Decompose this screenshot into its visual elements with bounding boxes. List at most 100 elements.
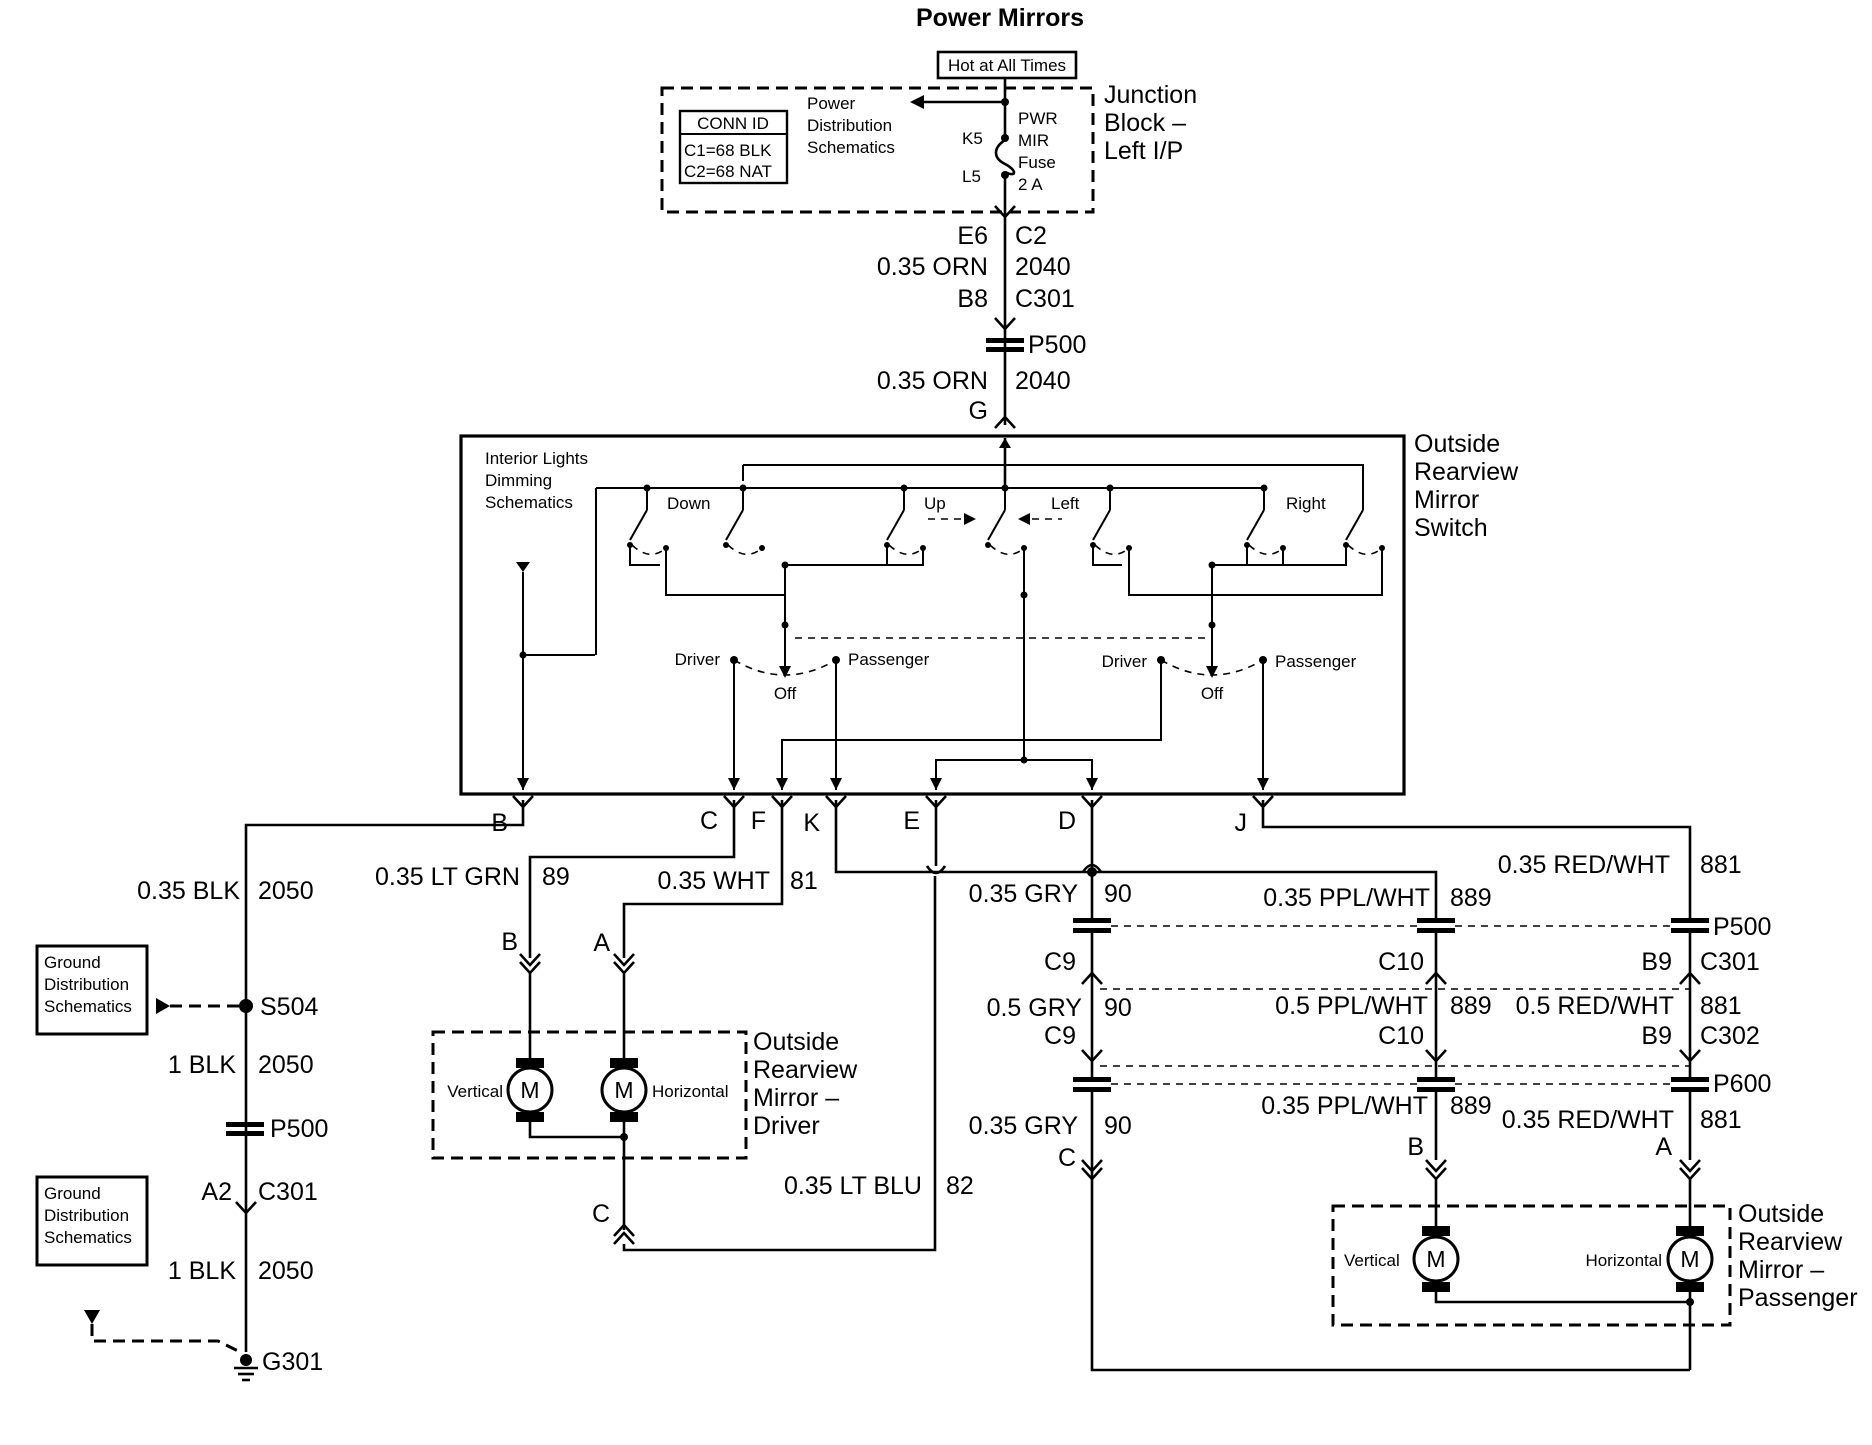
pass-c10: C10 — [1378, 948, 1424, 976]
gds-ref-1-line-1: Ground — [44, 953, 101, 972]
pass-horizontal-motor-label: M — [1680, 1246, 1699, 1272]
pass-horizontal-label: Horizontal — [1585, 1251, 1662, 1270]
switch-label-1: Outside — [1414, 430, 1500, 458]
pass-p500: P500 — [1713, 913, 1771, 941]
ground-wire-color-2: 1 BLK — [168, 1051, 236, 1079]
fuse-k5-label: K5 — [962, 129, 983, 148]
off-label-1: Off — [774, 684, 797, 703]
pass-wire-90c-color: 0.35 GRY — [969, 1112, 1079, 1140]
driver-pin-b: B — [501, 928, 518, 956]
ild-ref-2: Dimming — [485, 471, 552, 490]
connector-icon — [994, 317, 1016, 331]
pass-wire-881-circuit: 881 — [1700, 851, 1742, 879]
driver-mirror-label-2: Rearview — [753, 1056, 858, 1084]
pass-c301: C301 — [1700, 948, 1760, 976]
fuse-label-2: MIR — [1018, 131, 1049, 150]
driver-horizontal-motor-icon — [600, 1066, 648, 1114]
pass-wire-889c-color: 0.35 PPL/WHT — [1261, 1092, 1428, 1120]
pin-k-label: K — [803, 809, 820, 837]
pass-vertical-motor-label: M — [1426, 1246, 1445, 1272]
power-distribution-ref-2: Distribution — [807, 116, 892, 135]
ground-circuit-3: 2050 — [258, 1257, 314, 1285]
conn-id-table — [678, 109, 789, 185]
driver-vertical-motor-label: M — [520, 1077, 539, 1103]
ground-distribution-ref-box-2 — [35, 1175, 149, 1267]
right-label: Right — [1286, 494, 1326, 513]
pin-f-label: F — [751, 807, 766, 835]
ground-circuit-1: 2050 — [258, 877, 314, 905]
feed-circuit: E6 C2 0.35 ORN 2040 B8 C301 P500 0.35 OR… — [877, 205, 1086, 429]
ground-p500: P500 — [270, 1115, 328, 1143]
power-distribution-ref-3: Schematics — [807, 138, 895, 157]
ground-circuit-2: 2050 — [258, 1051, 314, 1079]
driver-wire-81-circuit: 81 — [790, 867, 818, 895]
pass-c302: C302 — [1700, 1022, 1760, 1050]
driver-wire-81-color: 0.35 WHT — [657, 867, 770, 895]
junction-block-outline — [660, 86, 1095, 214]
fuse-label-3: Fuse — [1018, 153, 1056, 172]
conn-id-title: CONN ID — [697, 114, 769, 133]
feed-c301: C301 — [1015, 285, 1075, 313]
driver-wire-82-color: 0.35 LT BLU — [784, 1172, 922, 1200]
pass-pin-a: A — [1655, 1133, 1672, 1161]
ild-ref-1: Interior Lights — [485, 449, 588, 468]
driver-horizontal-label: Horizontal — [652, 1082, 729, 1101]
down-label: Down — [667, 494, 710, 513]
driver-pin-a: A — [593, 929, 610, 957]
ground-distribution-ref-box-1 — [35, 944, 149, 1036]
driver-horizontal-motor-label: M — [614, 1077, 633, 1103]
feed-e6: E6 — [957, 222, 988, 250]
arrow-right-icon — [964, 513, 976, 525]
ground-a2: A2 — [201, 1178, 232, 1206]
diagram-title: Power Mirrors — [916, 4, 1084, 32]
passenger-mirror: 0.35 RED/WHT 881 0.35 GRY 90 0.35 PPL/WH… — [825, 795, 1858, 1372]
pass-pin-b: B — [1407, 1133, 1424, 1161]
gds-ref-2-line-1: Ground — [44, 1184, 101, 1203]
pass-wire-889-color: 0.35 PPL/WHT — [1263, 884, 1430, 912]
feed-c2: C2 — [1015, 222, 1047, 250]
driver-label-2: Driver — [1102, 652, 1148, 671]
switch-label-4: Switch — [1414, 514, 1488, 542]
pass-wire-889c-circuit: 889 — [1450, 1092, 1492, 1120]
splice-s504 — [239, 999, 253, 1013]
feed-p500: P500 — [1028, 331, 1086, 359]
driver-pin-c: C — [592, 1200, 610, 1228]
pass-wire-90-circuit: 90 — [1104, 880, 1132, 908]
switch-outline — [459, 434, 1406, 796]
pass-wire-889b-color: 0.5 PPL/WHT — [1275, 992, 1428, 1020]
g301-label: G301 — [262, 1348, 323, 1376]
driver-label-1: Driver — [675, 650, 721, 669]
ground-circuit: 0.35 BLK 2050 Ground Distribution Schema… — [35, 795, 534, 1382]
pass-c10b: C10 — [1378, 1022, 1424, 1050]
feed-circuit-1: 2040 — [1015, 253, 1071, 281]
pass-vertical-label: Vertical — [1344, 1251, 1400, 1270]
pass-wire-889-circuit: 889 — [1450, 884, 1492, 912]
driver-wire-89-circuit: 89 — [542, 863, 570, 891]
left-label: Left — [1051, 494, 1080, 513]
pin-c-label: C — [700, 807, 718, 835]
pass-wire-90-color: 0.35 GRY — [969, 880, 1079, 908]
driver-mirror-label-4: Driver — [753, 1112, 820, 1140]
s504-label: S504 — [260, 993, 318, 1021]
pass-vertical-motor-icon — [1412, 1235, 1460, 1283]
hot-at-all-times-box — [936, 50, 1078, 80]
switch-label-2: Rearview — [1414, 458, 1519, 486]
pass-wire-90b-circuit: 90 — [1104, 994, 1132, 1022]
fuse-label-1: PWR — [1018, 109, 1058, 128]
junction-block: Hot at All Times Junction Block – Left I… — [660, 50, 1197, 214]
arrow-left-icon — [1018, 513, 1030, 525]
driver-wire-89-color: 0.35 LT GRN — [375, 863, 520, 891]
conn-id-c2: C2=68 NAT — [684, 162, 772, 181]
pass-mirror-label-2: Rearview — [1738, 1228, 1843, 1256]
pass-mirror-label-1: Outside — [1738, 1200, 1824, 1228]
arrow-left-icon — [910, 95, 924, 109]
gds-ref-1-line-3: Schematics — [44, 997, 132, 1016]
junction-block-label-1: Junction — [1104, 81, 1197, 109]
connector-icon — [994, 205, 1016, 219]
fuse-label-4: 2 A — [1018, 175, 1043, 194]
pass-wire-881b-color: 0.5 RED/WHT — [1516, 992, 1674, 1020]
pass-c9: C9 — [1044, 948, 1076, 976]
splice-pack-icon — [986, 338, 1024, 343]
driver-vertical-label: Vertical — [447, 1082, 503, 1101]
